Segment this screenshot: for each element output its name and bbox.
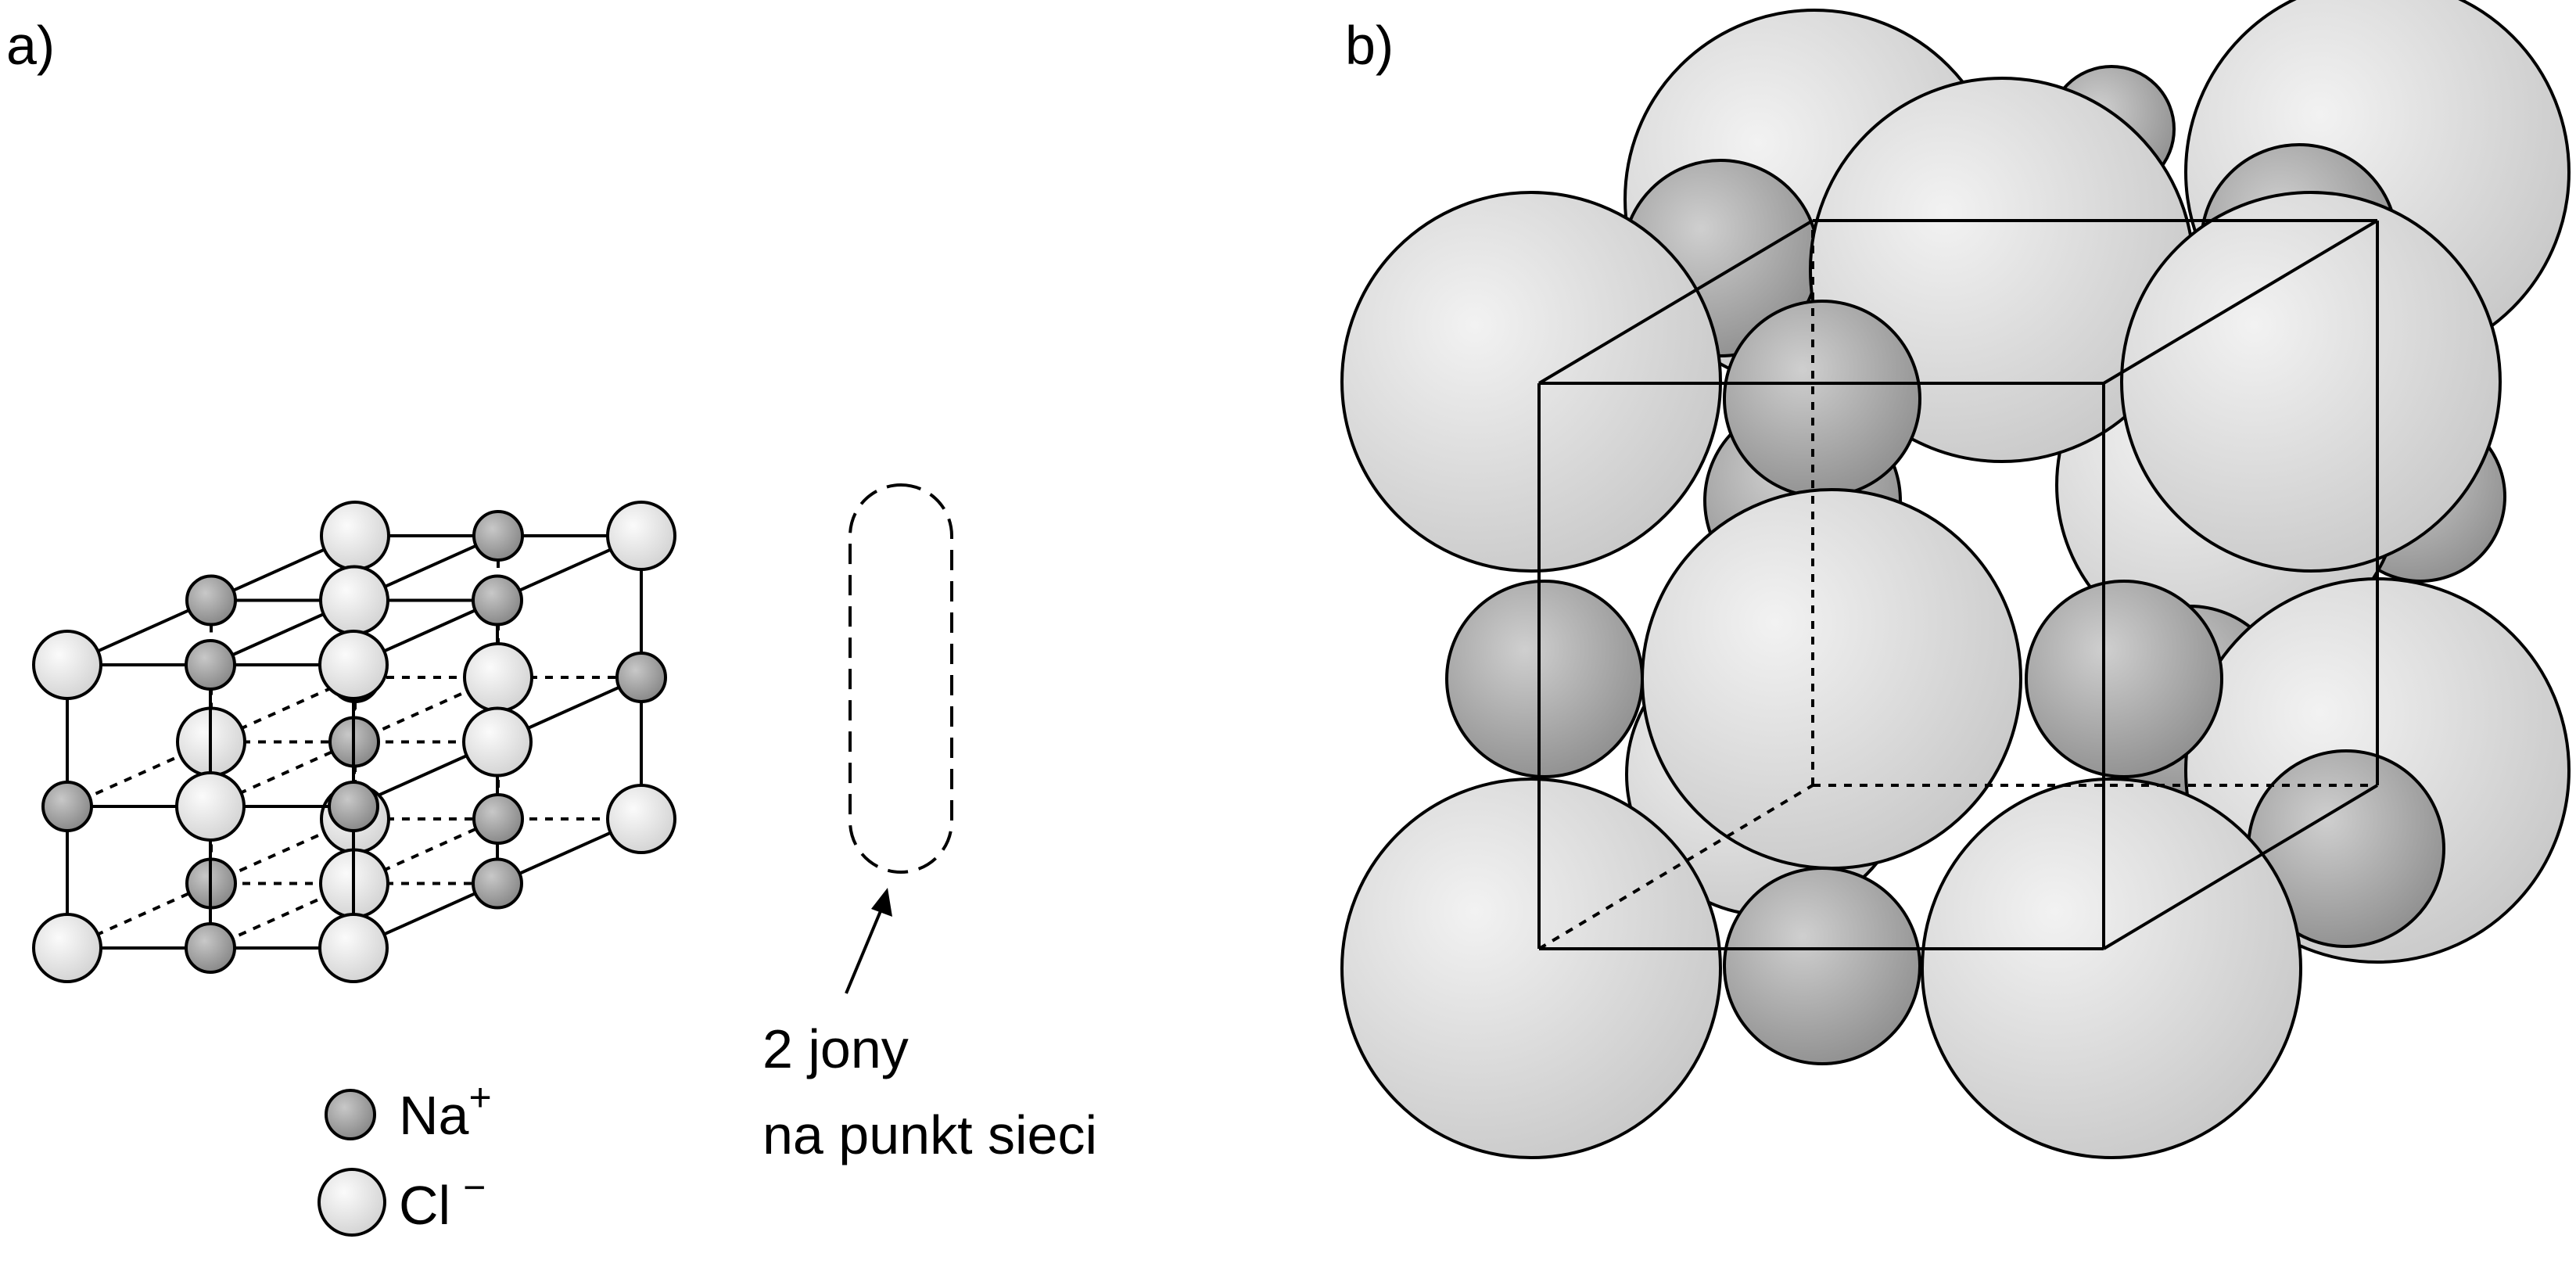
legend-cl-marker (318, 1168, 386, 1237)
lattice-point-highlight (849, 483, 953, 874)
cl-sphere (1340, 777, 1722, 1159)
cell-edge (2102, 784, 2379, 950)
annotation-line-2: na punkt sieci (762, 1104, 1097, 1165)
cl-ion (319, 565, 389, 636)
legend-na-marker (325, 1089, 376, 1140)
na-ion (472, 574, 523, 627)
cl-ion (606, 501, 676, 571)
cell-hidden-edge (1537, 784, 1814, 950)
hidden-edge (210, 740, 355, 808)
cell-edge (2102, 219, 2379, 385)
annotation-line-1: 2 jony (762, 1018, 909, 1079)
cl-ion (318, 630, 389, 700)
na-ion (328, 781, 379, 832)
legend-cl-label: Cl− (399, 1165, 486, 1236)
na-ion (615, 652, 667, 703)
na-ion (472, 510, 524, 562)
na-sphere (1445, 580, 1644, 778)
hidden-edge (66, 882, 212, 950)
annotation-arrow-head (871, 888, 892, 917)
hidden-edge (353, 817, 499, 885)
na-ion (185, 574, 237, 627)
space-filling-model (1340, 0, 2571, 1159)
na-sphere (1723, 300, 1921, 498)
cl-sphere (2120, 191, 2502, 573)
cl-ion (462, 706, 533, 777)
cl-sphere (1641, 488, 2022, 870)
cl-ion (320, 501, 390, 571)
front-ions (32, 630, 389, 983)
na-ion (185, 639, 236, 691)
legend-na-label: Na+ (399, 1075, 492, 1146)
na-ion (472, 857, 523, 910)
cl-ion (32, 630, 102, 700)
cell-edge (1537, 219, 1814, 385)
panel-a-lattice: a) 2 jony na punkt sieci Na+ Cl− (6, 15, 1097, 1237)
na-sphere (1723, 867, 1921, 1065)
panel-b-space-filling: b) (1340, 0, 2571, 1159)
annotation-arrow-line (845, 907, 884, 994)
na-ion (41, 781, 93, 832)
cl-ion (175, 771, 246, 842)
cl-ion (318, 913, 389, 983)
cl-ion (32, 913, 102, 983)
na-ion (472, 793, 524, 845)
na-ion (185, 922, 236, 974)
cl-ion (463, 642, 533, 713)
cl-sphere (1921, 777, 2302, 1159)
panel-a-label: a) (6, 15, 55, 76)
panel-b-label: b) (1345, 15, 1394, 76)
na-sphere (2025, 580, 2223, 778)
cl-ion (606, 784, 676, 854)
legend: Na+ Cl− (318, 1075, 492, 1237)
